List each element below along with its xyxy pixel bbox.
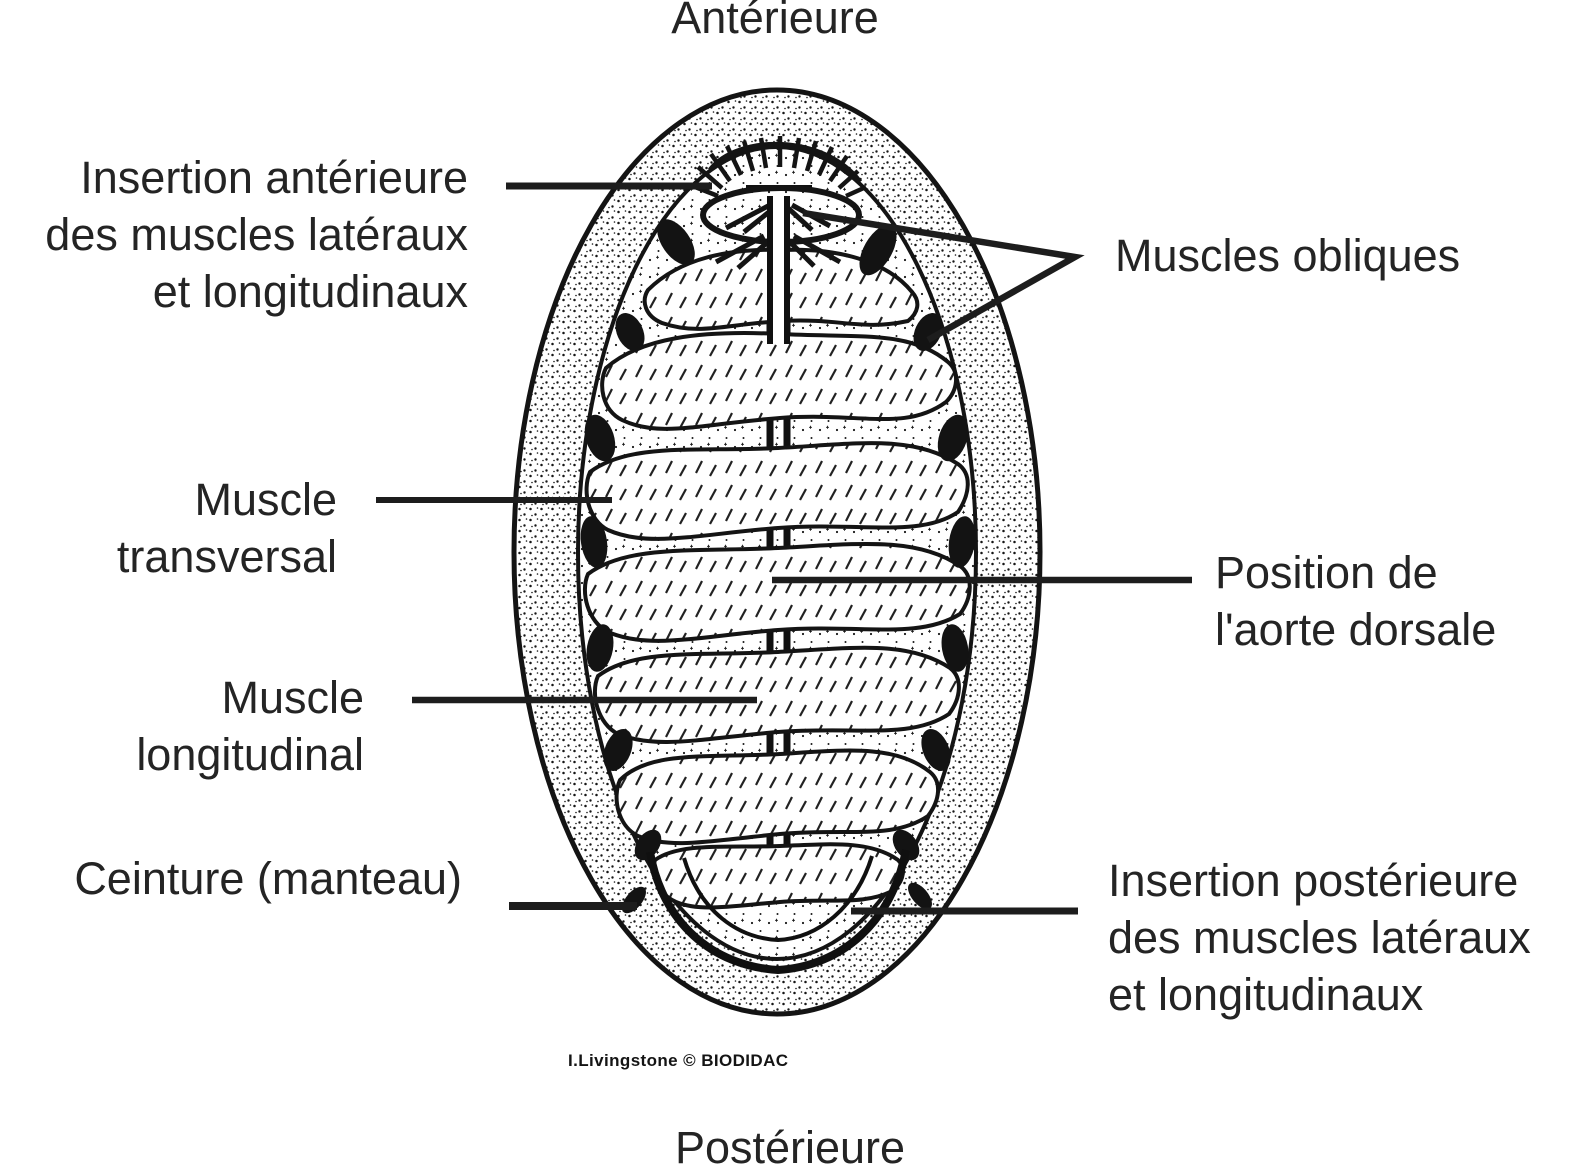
fan-lines <box>689 136 867 199</box>
label-line: Muscle <box>194 474 337 525</box>
label-muscles-obliques: Muscles obliques <box>1115 230 1461 281</box>
label-line: et longitudinaux <box>1108 969 1424 1020</box>
label-position-aorte: Position de l'aorte dorsale <box>1215 544 1496 658</box>
shell-bands <box>582 247 972 910</box>
label-anterieure: Antérieure <box>671 0 879 43</box>
band-4 <box>582 541 972 643</box>
label-line: des muscles latéraux <box>45 209 468 260</box>
leader-lines <box>376 182 1192 915</box>
label-line: et longitudinaux <box>152 266 468 317</box>
leader-muscles-obliques <box>802 209 1085 343</box>
band-2 <box>600 331 958 431</box>
label-posterieure: Postérieure <box>674 1122 906 1171</box>
band-3 <box>584 441 970 541</box>
label-muscle-transversal: Muscle transversal <box>0 471 337 585</box>
label-line: des muscles latéraux <box>1108 912 1531 963</box>
band-5 <box>592 645 961 744</box>
label-line: Position de <box>1215 547 1438 598</box>
credit-text: I.Livingstone © BIODIDAC <box>568 1051 789 1070</box>
label-insertion-posterieure: Insertion postérieure des muscles latéra… <box>1108 852 1531 1023</box>
band-6 <box>614 748 940 846</box>
label-line: transversal <box>116 531 337 582</box>
label-line: l'aorte dorsale <box>1215 604 1497 655</box>
label-muscle-longitudinal: Muscle longitudinal <box>0 669 364 783</box>
label-insertion-anterieure: Insertion antérieure des muscles latérau… <box>0 149 468 320</box>
label-line: Muscle <box>221 672 364 723</box>
label-ceinture: Ceinture (manteau) <box>74 853 462 904</box>
oblique-muscle-bundles <box>580 313 976 861</box>
label-line: Insertion antérieure <box>80 152 468 203</box>
label-line: longitudinal <box>136 729 364 780</box>
label-line: Insertion postérieure <box>1108 855 1519 906</box>
